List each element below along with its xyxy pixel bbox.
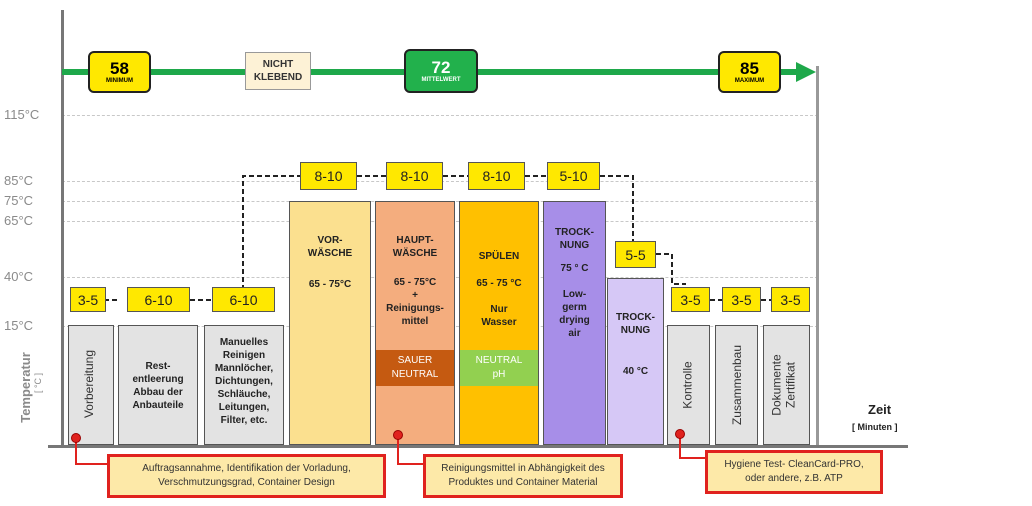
step-vorbereitung (68, 325, 114, 445)
y-tick-115: 115°C (4, 107, 40, 122)
right-axis-line (816, 66, 819, 448)
time-label-vorwaesche: 8-10 (300, 162, 357, 190)
sauer-neutral-band: SAUER NEUTRAL (376, 350, 454, 386)
time-label-kontrolle: 3-5 (671, 287, 710, 312)
step-dokumente (763, 325, 810, 445)
gridline-115 (62, 115, 818, 116)
marker-maximum: 85 MAXIMUM (718, 51, 781, 93)
y-axis-line (61, 10, 64, 448)
step-kontrolle (667, 325, 710, 445)
step-hauptwaesche: HAUPT- WÄSCHE 65 - 75°C + Reinigungs- mi… (375, 201, 455, 445)
callout-dot-1 (71, 433, 81, 443)
y-tick-15: 15°C (4, 318, 34, 333)
time-label-zusammenbau: 3-5 (722, 287, 761, 312)
time-label-dokumente: 3-5 (771, 287, 810, 312)
time-label-trocknung-40: 5-5 (615, 241, 656, 268)
note-hygiene-test: Hygiene Test- CleanCard-PRO, oder andere… (705, 450, 883, 494)
x-axis-label: Zeit (868, 402, 892, 417)
y-tick-75: 75°C (4, 193, 34, 208)
step-vorwaesche: VOR- WÄSCHE 65 - 75°C (289, 201, 371, 445)
step-trocknung-40: TROCK- NUNG 40 °C (607, 278, 664, 445)
step-zusammenbau (715, 325, 758, 445)
time-label-restentleerung: 6-10 (127, 287, 190, 312)
time-label-spuelen: 8-10 (468, 162, 525, 190)
step-manuelles-reinigen: Manuelles Reinigen Mannlöcher, Dichtunge… (204, 325, 284, 445)
step-restentleerung: Rest- entleerung Abbau der Anbauteile (118, 325, 198, 445)
note-reinigungsmittel: Reinigungsmittel in Abhängigkeit des Pro… (423, 454, 623, 498)
time-label-manuell: 6-10 (212, 287, 275, 312)
green-arrow-head (796, 62, 816, 82)
step-trocknung-75: TROCK- NUNG 75 ° C Low- germ drying air (543, 201, 606, 445)
callout-dot-2 (393, 430, 403, 440)
time-label-trocknung-75: 5-10 (547, 162, 600, 190)
y-tick-65: 65°C (4, 213, 34, 228)
step-spuelen: SPÜLEN 65 - 75 °C Nur Wasser NEUTRAL pH (459, 201, 539, 445)
note-auftragsannahme: Auftragsannahme, Identifikation der Vorl… (107, 454, 386, 498)
y-tick-40: 40°C (4, 269, 34, 284)
marker-minimum: 58 MINIMUM (88, 51, 151, 93)
marker-mittelwert: 72 MITTELWERT (404, 49, 478, 93)
x-axis-line (48, 445, 908, 448)
neutral-ph-band: NEUTRAL pH (460, 350, 538, 386)
x-axis-unit: [ Minuten ] (852, 422, 898, 432)
time-label-hauptwaesche: 8-10 (386, 162, 443, 190)
y-tick-85: 85°C (4, 173, 34, 188)
nicht-klebend-label: NICHT KLEBEND (245, 52, 311, 90)
time-label-vorbereitung: 3-5 (70, 287, 106, 312)
callout-dot-3 (675, 429, 685, 439)
